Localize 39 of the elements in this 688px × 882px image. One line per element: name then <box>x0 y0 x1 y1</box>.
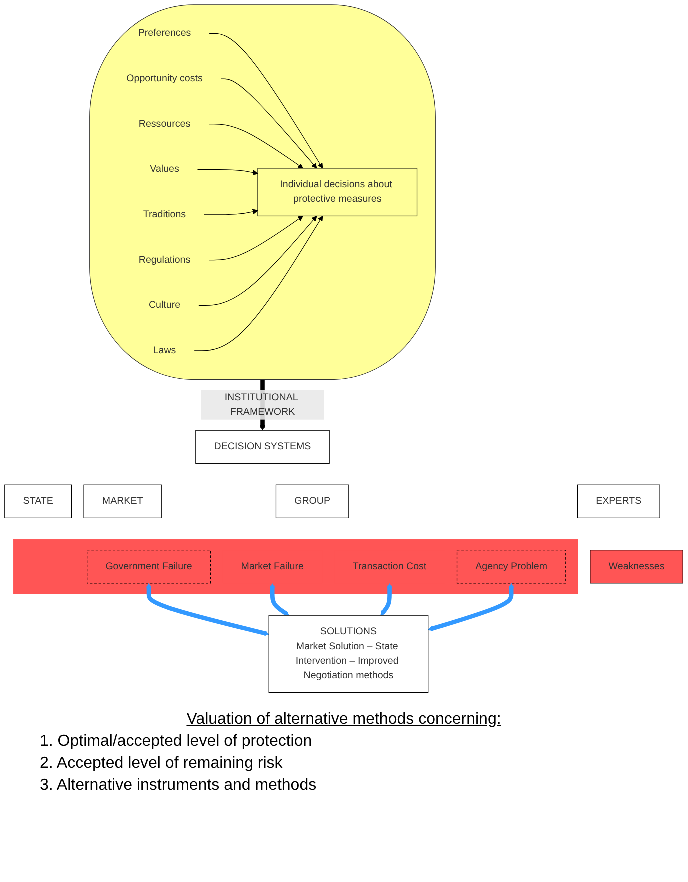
node-box: Individual decisions about protective measures <box>258 168 418 217</box>
arrow <box>220 78 318 169</box>
node-text: Laws <box>153 345 176 356</box>
arrow <box>194 216 324 352</box>
edge-label: INSTITUTIONAL FRAMEWORK <box>224 392 298 418</box>
arrow <box>428 583 514 632</box>
arrow <box>146 583 270 636</box>
arrow <box>270 583 290 616</box>
node-text: Preferences <box>138 28 192 39</box>
arrow <box>198 216 318 306</box>
node-text: Regulations <box>138 254 191 266</box>
node-text: Values <box>150 164 180 175</box>
node-text: Market Failure <box>241 561 304 572</box>
note-text: Valuation of alternative methods concerning: <box>186 710 502 729</box>
node-box: Agency Problem <box>456 550 566 584</box>
note-text: 3. Alternative instruments and methods <box>40 776 318 795</box>
node-text: Opportunity costs <box>126 74 203 84</box>
node-text: Culture <box>148 300 181 311</box>
arrow <box>204 209 258 216</box>
node-box: DECISION SYSTEMS <box>196 430 330 464</box>
node-box: STATE <box>4 484 72 518</box>
node-text: Traditions <box>143 209 186 220</box>
node-box: SOLUTIONS Market Solution – State Intervention – Improved Negotiation methods <box>268 615 429 694</box>
node-box: EXPERTS <box>577 484 660 518</box>
arrow <box>197 169 258 176</box>
note-text: 2. Accepted level of remaining risk <box>40 754 284 773</box>
node-box: MARKET <box>84 484 162 518</box>
node-box: Government Failure <box>87 550 211 584</box>
node-box: Weaknesses <box>590 550 684 584</box>
arrow <box>380 583 392 616</box>
node-box: GROUP <box>276 484 350 518</box>
cluster <box>14 539 578 594</box>
note-text: 1. Optimal/accepted level of protection <box>40 732 314 751</box>
arrow <box>208 124 304 169</box>
arrow <box>209 33 324 169</box>
node-text: Transaction Cost <box>352 561 427 572</box>
cluster <box>90 4 436 380</box>
arrow <box>208 216 304 261</box>
node-text: Ressources <box>138 118 191 130</box>
